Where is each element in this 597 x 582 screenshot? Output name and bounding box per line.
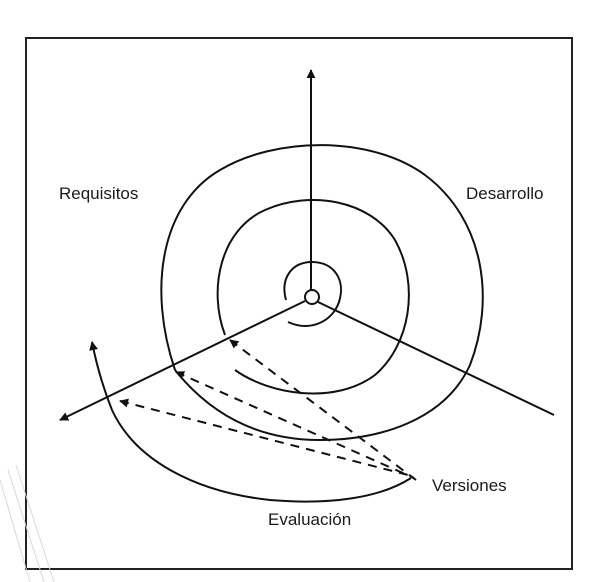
diagram-frame: [25, 37, 573, 570]
spiral-outer-loop: [160, 144, 484, 442]
quadrant-label-desarrollo: Desarrollo: [466, 184, 544, 203]
label-versiones: Versiones: [432, 476, 507, 495]
version-arrow-1: [229, 339, 417, 481]
axis-left-arrow: [59, 300, 306, 421]
version-arrow-2: [175, 371, 415, 479]
spiral-middle-loop: [216, 199, 410, 395]
decorative-stroke: [0, 464, 55, 582]
version-arrow-3: [119, 398, 413, 477]
quadrant-label-evaluacion: Evaluación: [268, 510, 352, 529]
spiral-inner-loop: [283, 260, 342, 327]
spiral-origin-circle: [304, 289, 320, 305]
spiral-outermost-arc: [89, 341, 412, 503]
quadrant-label-requisitos: Requisitos: [59, 184, 139, 203]
axis-right-line: [317, 301, 555, 416]
